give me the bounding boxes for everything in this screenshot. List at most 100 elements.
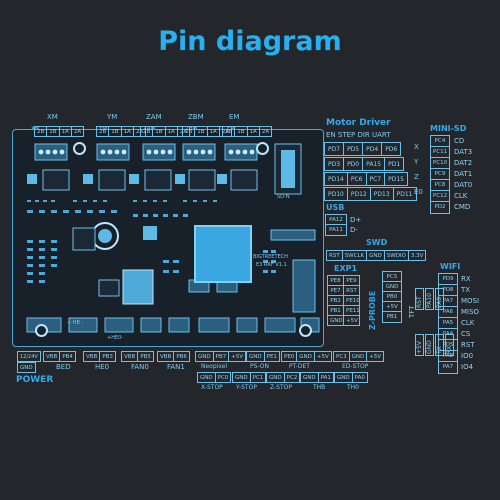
port-label: THB [313,384,326,391]
pin-label: VBB [157,351,175,362]
pin-label: PC11 [431,147,449,158]
pin-label: PA12 [326,215,346,225]
pin-cell: PD0 [343,157,364,171]
pin-cell: PA15 [362,157,386,171]
pin-label: VBB [43,351,61,362]
mounting-hole [256,142,269,155]
pin-label: PE1 [263,351,280,362]
pin-label: 1A [58,126,72,137]
pin-label: PA7 [439,296,457,307]
pin-label: 3.3V [407,250,427,261]
pin-label: VBB [83,351,101,362]
pin-label: 2A [258,126,273,137]
pin-label: PC9 [431,169,449,180]
wifi-title: WIFI [440,262,461,271]
axis-label: X [414,143,419,151]
pin-label: GND [334,372,353,383]
pin-label: PC0 [214,372,232,383]
port-ed-stop: PC3 GND +5V [333,351,385,362]
port-label: PS-ON [250,363,269,370]
signal-label: DAT2 [454,159,473,167]
pin-label: VBB [121,351,139,362]
port-z-stop: GND PC2 [266,372,301,383]
board-components [26,143,320,333]
signal-label: D- [350,226,358,234]
pin-label: 2B [140,126,154,137]
mcu-chip [194,225,252,283]
pin-cell: PD1 [384,157,405,171]
pin-label: PA7 [442,364,454,370]
pin-label: PA5 [439,318,457,329]
pin-cell: PC6 [346,172,367,186]
wifi-labels: RX TX MOSI MISO CLK CS RST IO0 IO4 [461,274,479,373]
pin-label: PD8 [439,285,457,296]
pin-label: 2B [222,126,236,137]
pin-label: 1A [120,126,134,137]
pin-label: PA6 [439,307,457,318]
signal-label: MISO [461,308,480,316]
pin-label: PB0 [383,292,401,302]
pin-cell: PD5 [343,142,364,156]
signal-label: TX [461,286,471,294]
port-label: ED-STOP [342,363,369,370]
motor-driver-title: Motor Driver [326,118,391,128]
pin-label: 2B [182,126,196,137]
pin-label: GND [246,351,265,362]
hb-polarity-label: + HB - [67,320,84,326]
pin-label: GND [266,372,285,383]
pin-label: +5V [383,302,401,312]
pin-label: PC5 [383,272,401,282]
pin-cell: PD3 [324,157,345,171]
axis-label: Y [414,158,419,166]
power-voltage: 12/24V [17,351,41,362]
pin-label: PC3 [333,351,350,362]
port-label: PT-DET [289,363,310,370]
signal-label: DAT0 [454,181,473,189]
pin-label: 1A [246,126,260,137]
pin-cell: PD13 [369,187,394,201]
pin-cell: PC7 [365,172,386,186]
axis-label: E0 [414,188,423,196]
pin-label: 1B [152,126,166,137]
pin-label: PD2 [434,204,446,210]
signal-label: CLK [461,319,475,327]
pin-label: PC4 [431,136,449,147]
sd-n-label: SD-N [277,194,290,200]
usb-pins: PA12 PA11 [325,214,347,236]
port-label: Z-STOP [270,384,292,391]
mini-sd-labels: CD DAT3 DAT2 DAT1 DAT0 CLK CMD [454,136,472,213]
pin-label: 1B [46,126,60,137]
signal-label: CD [454,137,465,145]
mini-sd-title: MINI-SD [430,124,467,133]
pin-label: 1A [164,126,178,137]
signal-label: DAT3 [454,148,473,156]
pin-label: GND [327,315,344,326]
pin-label: 2B [96,126,110,137]
pin-label: +5V [343,315,360,326]
pin-label: RST [326,250,343,261]
pin-label: SWDIO [383,250,409,261]
pin-label: PC1 [249,372,267,383]
pin-label: PD5 [439,340,457,351]
pin-label: PB5 [137,351,154,362]
board-model-label: E3 RRF V1.1 [256,262,287,268]
pin-label: PA1 [317,372,334,383]
pin-cell: PD10 [324,187,348,201]
pin-label: GND [232,372,251,383]
pin-cell: PD12 [346,187,371,201]
motor-connector-label: ZAM [143,126,156,132]
wifi-pins: PD9 PD8 PA7 PA6 PA5 PA4 PD5 PA8 PA7 [438,273,458,374]
port-label: TH0 [347,384,359,391]
pin-label: PC8 [431,180,449,191]
pin-label: 1B [234,126,248,137]
swd-title: SWD [366,238,388,247]
port-label: FAN0 [131,363,149,371]
board-maker-label: BIGTREETECH [253,254,288,260]
pin-label: +5V [313,351,332,362]
signal-label: IO0 [461,352,474,360]
signal-label: DAT1 [454,170,473,178]
pin-label: GND [348,351,368,362]
pin-label: PA8 [439,351,457,362]
pin-label: PD9 [439,274,457,285]
port-thb: GND PA1 [300,372,334,383]
